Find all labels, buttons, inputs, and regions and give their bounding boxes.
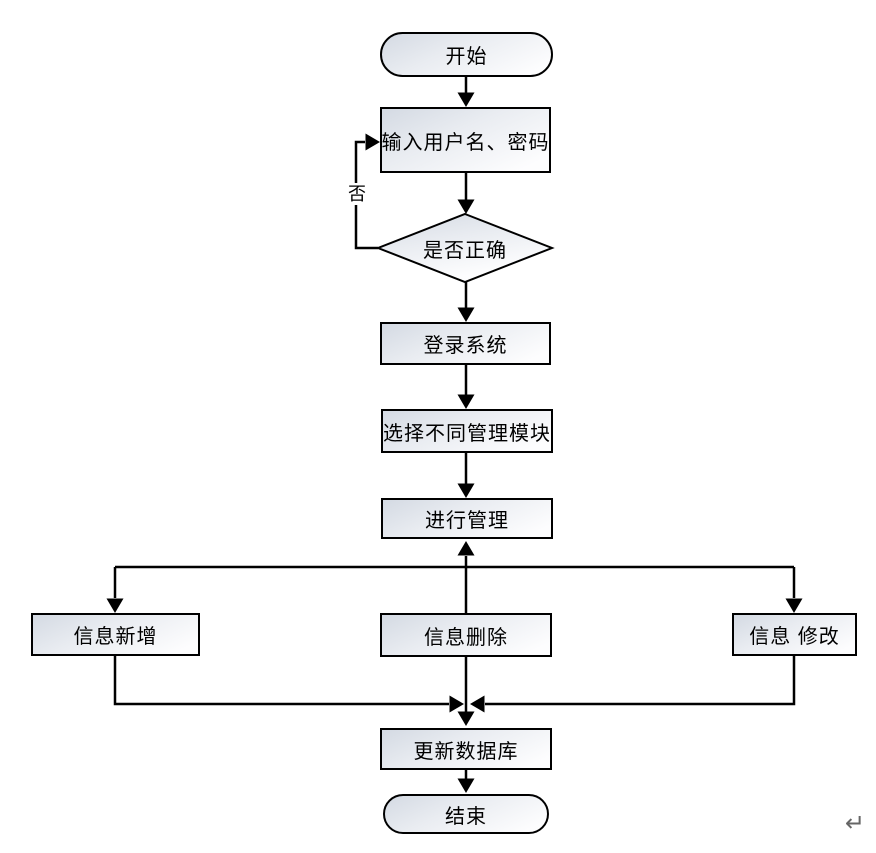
edge-label-no: 否 [343, 183, 371, 205]
node-info-delete: 信息删除 [380, 613, 552, 657]
edge-decision-to-login [457, 282, 475, 322]
node-info-modify: 信息 修改 [732, 613, 857, 656]
node-manage-label: 进行管理 [425, 510, 509, 532]
edge-info-delete-to-manage-up [457, 541, 475, 613]
edge-info-modify-to-join [470, 656, 796, 713]
node-info-modify-label: 信息 修改 [749, 626, 840, 648]
node-info-delete-label: 信息删除 [424, 626, 508, 649]
node-login-system-label: 登录系统 [423, 335, 508, 357]
edge-login-to-select [457, 365, 475, 409]
node-end-label: 结束 [445, 805, 487, 828]
node-start-label: 开始 [445, 46, 488, 68]
edge-join-to-update-db [457, 656, 475, 726]
edge-rail-to-info-modify [785, 567, 803, 613]
node-login-system: 登录系统 [380, 322, 551, 365]
node-update-database: 更新数据库 [380, 728, 552, 770]
edge-info-add-to-join [113, 656, 464, 713]
edge-update-db-to-end [457, 770, 475, 793]
edge-start-to-input [457, 77, 475, 107]
node-is-correct-label: 是否正确 [423, 239, 507, 262]
paragraph-return-mark: ↵ [845, 810, 866, 837]
node-input-credentials: 输入用户名、密码 [380, 107, 551, 173]
edge-input-to-decision [457, 173, 475, 214]
node-info-add: 信息新增 [31, 613, 200, 656]
node-manage: 进行管理 [381, 498, 553, 539]
node-select-module-label: 选择不同管理模块 [383, 422, 551, 445]
edge-select-to-manage [457, 453, 475, 498]
node-start: 开始 [380, 32, 553, 77]
node-select-module: 选择不同管理模块 [381, 409, 553, 453]
node-input-credentials-label: 输入用户名、密码 [381, 131, 550, 154]
node-update-database-label: 更新数据库 [413, 740, 519, 763]
node-info-add-label: 信息新增 [73, 626, 158, 648]
edge-rail-to-info-add [106, 567, 124, 613]
node-end: 结束 [383, 794, 549, 834]
